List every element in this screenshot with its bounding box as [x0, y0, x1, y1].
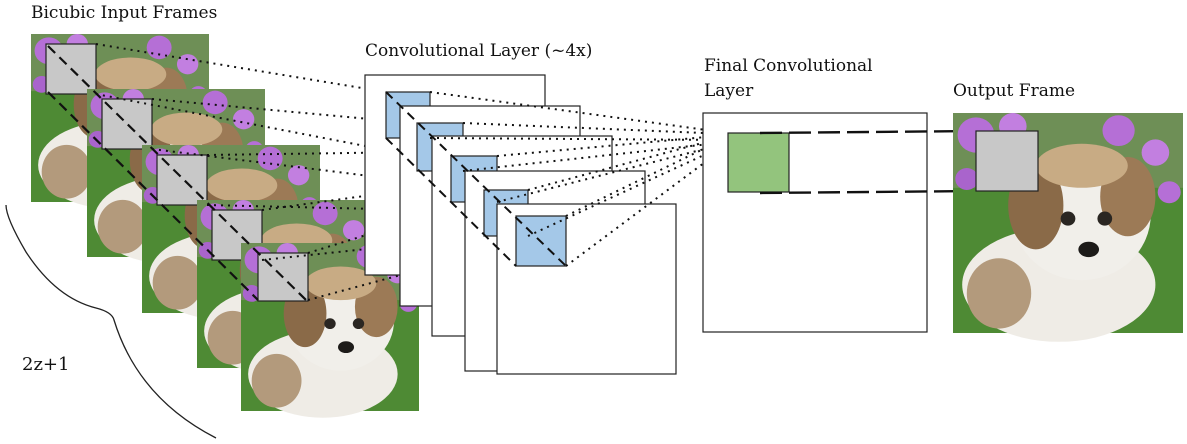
kernel-diagonal-upper	[385, 91, 567, 267]
final-conv-label-line2: Layer	[704, 81, 754, 101]
gray-patch-3	[156, 154, 208, 206]
conv-layer-label: Convolutional Layer (~4x)	[365, 41, 593, 61]
output-gray-patch	[975, 130, 1039, 192]
output-frame-label: Output Frame	[953, 81, 1076, 101]
patch-diagonal-lower	[47, 91, 259, 301]
output-frame	[953, 113, 1183, 342]
final-conv-label-line1: Final Convolutional	[704, 56, 873, 76]
input-frame-stack	[31, 34, 419, 418]
input-frame-3	[142, 145, 320, 320]
conv-layer-stack	[364, 74, 677, 375]
input-frames-label: Bicubic Input Frames	[31, 3, 218, 23]
final-conv-layer	[702, 112, 928, 333]
curly-brace-icon	[5, 204, 217, 439]
green-patch	[727, 132, 790, 193]
kernel-diagonal-lower	[385, 137, 517, 267]
dashed-link-top	[759, 129, 977, 135]
patch-diagonal-upper	[47, 45, 307, 301]
dotted-connections-conv	[429, 91, 729, 267]
frame-count-label: 2z+1	[22, 354, 70, 375]
dashed-link-bottom	[759, 189, 977, 195]
